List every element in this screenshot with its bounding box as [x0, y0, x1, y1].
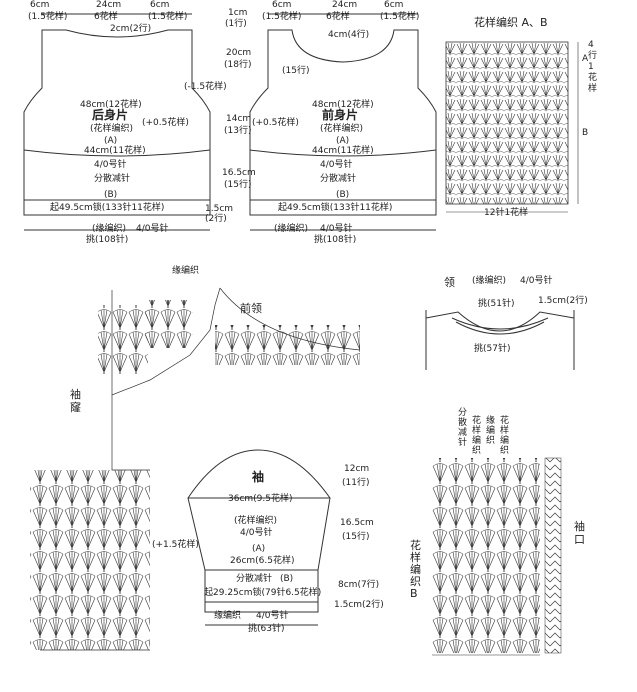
front-increase: (+0.5花样)	[252, 118, 299, 128]
front-neck-width: 24cm	[332, 0, 358, 10]
front-rib-hook: 4/0号针	[320, 224, 353, 234]
pattern-b-col-2: 花样编织	[472, 416, 482, 456]
collar-depth: 1.5cm(2行)	[538, 296, 588, 306]
back-shoulder-left-sub: (1.5花样)	[28, 12, 68, 22]
sleeve-rib: 缘编织	[214, 611, 242, 621]
back-piece-outline	[23, 13, 211, 231]
back-row-3b: (13行)	[224, 126, 252, 136]
back-row-2: 20cm	[226, 48, 252, 58]
back-shoulder-left: 6cm	[30, 0, 50, 10]
front-a-label: (A)	[336, 136, 350, 146]
front-neck-chart	[30, 287, 361, 651]
sleeve-cuff-length: 1.5cm(2行)	[334, 600, 384, 610]
back-width-48: 48cm(12花样)	[80, 100, 142, 110]
front-shoulder-left: 6cm	[272, 0, 292, 10]
pattern-ab-swatch	[445, 41, 569, 205]
back-neck-depth: 2cm(2行)	[110, 24, 152, 34]
back-neck-sub: 6花样	[94, 12, 118, 22]
front-neck-depth: 4cm(4行)	[328, 30, 370, 40]
back-rib-hook: 4/0号针	[136, 224, 169, 234]
sleeve-b-length: 8cm(7行)	[338, 580, 380, 590]
sleeve-pattern: (花样编织)	[234, 516, 278, 526]
back-hem-pick: 挑(108针)	[86, 235, 129, 245]
cuff-label: 袖口	[574, 520, 585, 546]
sleeve-cap: 12cm	[344, 464, 370, 474]
back-row-4: 16.5cm	[222, 168, 256, 178]
front-title: 前身片	[322, 108, 359, 122]
back-a-label: (A)	[104, 136, 118, 146]
front-neck-title: 前领	[240, 302, 262, 315]
front-shoulder-left-sub: (1.5花样)	[262, 12, 302, 22]
front-shoulder-right: 6cm	[384, 0, 404, 10]
sleeve-cap-rows: (11行)	[342, 478, 370, 488]
back-shoulder-right: 6cm	[150, 0, 170, 10]
pattern-ab-a: A	[582, 54, 589, 64]
back-rib: (缘编织)	[92, 224, 127, 234]
sleeve-body-rows: (15行)	[342, 532, 370, 542]
back-increase: (+0.5花样)	[142, 118, 189, 128]
front-width-44: 44cm(11花样)	[312, 146, 374, 156]
front-dec-note: 分散减针	[320, 174, 357, 184]
pattern-ab-repeat: 12针1花样	[484, 208, 529, 218]
pattern-b-col-4: 花样编织	[500, 416, 510, 456]
pattern-b-title: 花样编织B	[410, 539, 421, 600]
back-pattern: (花样编织)	[90, 124, 134, 134]
front-b-label: (B)	[336, 190, 350, 200]
front-rib: (缘编织)	[274, 224, 309, 234]
pattern-b-chart	[432, 457, 562, 656]
front-hook: 4/0号针	[320, 160, 353, 170]
pattern-b-col-3: 缘编织	[486, 416, 496, 446]
back-b-label: (B)	[104, 190, 118, 200]
front-width-48: 48cm(12花样)	[312, 100, 374, 110]
back-start-chain: 起49.5cm锁(133针11花样)	[50, 203, 165, 213]
pattern-b-col-1: 分散减针	[458, 408, 468, 448]
back-neck-width: 24cm	[96, 0, 122, 10]
sleeve-hook: 4/0号针	[240, 528, 273, 538]
back-decrease: (-1.5花样)	[184, 82, 227, 92]
sleeve-rib-hook: 4/0号针	[256, 611, 289, 621]
front-side-rows: (15行)	[282, 66, 310, 76]
front-hem-pick: 挑(108针)	[314, 235, 357, 245]
front-neck-sub: 6花样	[326, 12, 350, 22]
back-row-4b: (15行)	[224, 180, 252, 190]
back-hook: 4/0号针	[94, 160, 127, 170]
sleeve-outline	[187, 449, 331, 626]
sleeve-b: (B)	[280, 574, 294, 584]
back-row-1b: (1行)	[225, 19, 247, 29]
back-row-1: 1cm	[228, 8, 248, 18]
sleeve-body: 16.5cm	[340, 518, 374, 528]
collar-title: 领	[444, 276, 455, 289]
back-dec-note: 分散减针	[94, 174, 131, 184]
collar-hook: 4/0号针	[520, 276, 553, 286]
front-piece-outline	[249, 13, 437, 231]
front-pattern: (花样编织)	[320, 124, 364, 134]
collar-schematic	[425, 310, 575, 370]
back-shoulder-right-sub: (1.5花样)	[148, 12, 188, 22]
sleeve-start-chain: 起29.25cm锁(79针6.5花样)	[204, 588, 322, 598]
collar-rib: (缘编织)	[472, 276, 507, 286]
back-row-5: 1.5cm	[205, 204, 234, 214]
armhole-label: 袖窿	[70, 388, 81, 414]
sleeve-side-increase: (+1.5花样)	[152, 540, 199, 550]
sleeve-dec-note: 分散减针	[236, 574, 273, 584]
sleeve-title: 袖	[252, 470, 265, 484]
front-neck-rib: 缘编织	[172, 266, 200, 276]
pattern-ab-title: 花样编织 A、B	[474, 16, 548, 29]
back-width-44: 44cm(11花样)	[84, 146, 146, 156]
sleeve-pick: 挑(63针)	[248, 624, 285, 634]
front-start-chain: 起49.5cm锁(133针11花样)	[278, 203, 393, 213]
back-title: 后身片	[92, 108, 129, 122]
front-shoulder-right-sub: (1.5花样)	[380, 12, 420, 22]
pattern-ab-row-label: 4行1花样	[588, 40, 598, 94]
collar-pick-outer: 挑(57针)	[474, 344, 511, 354]
back-row-3: 14cm	[226, 114, 252, 124]
collar-pick-inner: 挑(51针)	[478, 299, 515, 309]
sleeve-a: (A)	[252, 544, 266, 554]
back-row-2b: (18行)	[224, 60, 252, 70]
back-row-5b: (2行)	[205, 214, 227, 224]
sleeve-width-36: 36cm(9.5花样)	[228, 494, 293, 504]
sleeve-width-26: 26cm(6.5花样)	[230, 556, 295, 566]
pattern-ab-b: B	[582, 128, 589, 138]
